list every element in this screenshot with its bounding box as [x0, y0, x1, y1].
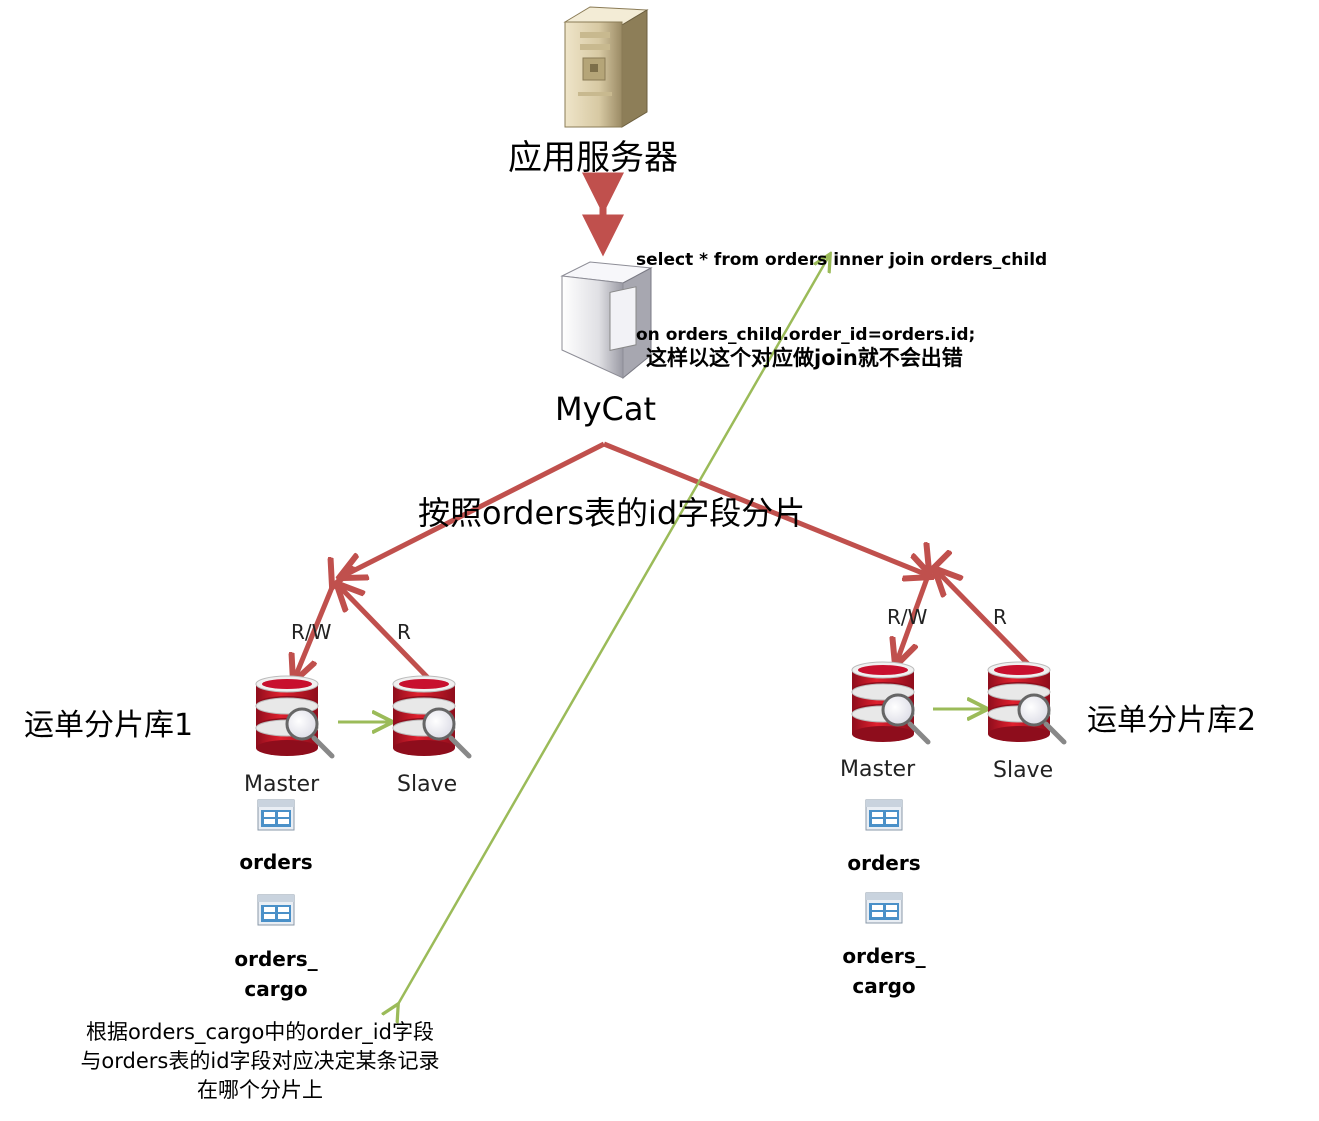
app-server-label: 应用服务器 [508, 138, 678, 178]
shard1-r-label: R [397, 620, 411, 644]
shard2-name: 运单分片库2 [1087, 703, 1257, 738]
database-master-icon [255, 675, 335, 759]
shard1-slave-label: Slave [397, 772, 458, 797]
sql-query: select * from orders inner join orders_c… [636, 198, 1047, 373]
shard2-r-arrow [936, 570, 1032, 668]
footnote-line-2: 与orders表的id字段对应决定某条记录 [80, 1049, 440, 1073]
footnote: 根据orders_cargo中的order_id字段 与orders表的id字段… [40, 1018, 480, 1105]
shard2-rw-arrow [896, 570, 930, 664]
sql-line-1: select * from orders inner join orders_c… [636, 250, 1048, 270]
shard1-table-orders: orders [239, 850, 313, 874]
shard1-rw-label: R/W [291, 620, 332, 644]
mycat-label: MyCat [555, 390, 657, 428]
mycat-note: 这样以这个对应做join就不会出错 [646, 346, 963, 370]
database-slave-icon [987, 661, 1067, 745]
footnote-line-3: 在哪个分片上 [197, 1078, 323, 1102]
sharding-rule-label: 按照orders表的id字段分片 [418, 494, 806, 532]
sql-line-2: on orders_child.order_id=orders.id; [636, 325, 976, 345]
table-icon [865, 892, 903, 924]
shard2-slave-label: Slave [993, 758, 1054, 783]
table-icon [257, 894, 295, 926]
shard1-r-arrow [338, 585, 434, 684]
database-master-icon [851, 661, 931, 745]
table-icon [257, 799, 295, 831]
shard1-rw-arrow [294, 585, 333, 680]
join-relation-arrow [397, 256, 829, 1006]
server-tower-icon [563, 6, 649, 128]
shard2-master-label: Master [840, 757, 916, 782]
shard1-name: 运单分片库1 [24, 708, 194, 743]
shard2-r-label: R [993, 605, 1007, 629]
shard2-table-orders-cargo: orders_ cargo [842, 944, 926, 998]
table-icon [865, 799, 903, 831]
footnote-line-1: 根据orders_cargo中的order_id字段 [86, 1020, 434, 1044]
shard1-table-orders-cargo: orders_ cargo [234, 947, 318, 1001]
shard2-table-orders: orders [847, 851, 921, 875]
shard1-master-label: Master [244, 772, 320, 797]
shard2-rw-label: R/W [887, 605, 928, 629]
database-slave-icon [392, 675, 472, 759]
